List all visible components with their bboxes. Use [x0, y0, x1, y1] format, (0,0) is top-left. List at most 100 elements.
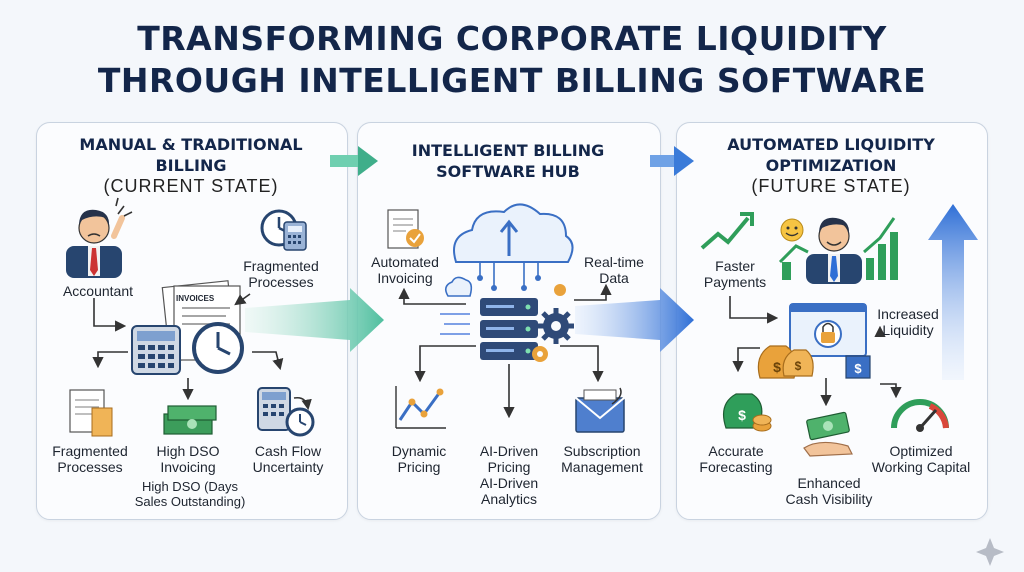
title-line-2: THROUGH INTELLIGENT BILLING SOFTWARE [97, 61, 927, 100]
label-increased-liquidity: Increased Liquidity [866, 306, 950, 338]
label-working-capital-2: Working Capital [871, 459, 971, 475]
panel-1-title-line-2: BILLING [155, 156, 227, 175]
label-working-capital-1: Optimized [889, 443, 953, 459]
label-faster-payments-2: Payments [703, 274, 767, 290]
data-stream-arrows [440, 313, 470, 335]
label-subscription-2: Management [561, 459, 643, 475]
label-dynamic-pricing-2: Pricing [397, 459, 441, 475]
money-bags-icon: $ $ $ [757, 345, 871, 379]
label-ai-driven: AI-Driven Pricing AI-Driven Analytics [462, 443, 556, 507]
label-high-dso-2: Invoicing [160, 459, 216, 475]
panel-3-title-line-1: AUTOMATED LIQUIDITY [727, 135, 935, 154]
executive-icon [806, 217, 862, 284]
gear-icon [532, 284, 574, 362]
label-automated-invoicing: Automated Invoicing [360, 254, 450, 286]
header-arrow-1 [330, 146, 378, 176]
label-fragmented-top-2: Processes [248, 274, 314, 290]
panel-3-subtitle: (FUTURE STATE) [751, 176, 911, 196]
arrow-to-working-capital [880, 383, 902, 399]
panel-1-title: MANUAL & TRADITIONAL BILLING [36, 134, 346, 176]
page-title: TRANSFORMING CORPORATE LIQUIDITY THROUGH… [0, 18, 1024, 102]
growth-bars-icon [778, 217, 898, 280]
label-fragmented-top: Fragmented Processes [226, 258, 336, 290]
label-faster-payments-1: Faster [715, 258, 755, 274]
label-increased-liquidity-1: Increased [877, 306, 939, 322]
label-accurate-forecasting: Accurate Forecasting [686, 443, 786, 475]
invoices-doc-label: INVOICES [176, 294, 215, 303]
label-high-dso-1: High DSO [156, 443, 220, 459]
cash-hand-icon [803, 411, 853, 457]
arrow-to-cashflow [252, 351, 284, 371]
coins-bag-icon: $ [723, 393, 772, 432]
arrow-to-forecasting [732, 347, 760, 373]
server-icon [480, 298, 538, 360]
label-subscription: Subscription Management [552, 443, 652, 475]
flow-arrow-2 [575, 288, 694, 352]
arrow-fragmented-to-docs [234, 293, 251, 306]
panel-2-title-line-1: INTELLIGENT BILLING [411, 141, 605, 160]
label-accountant: Accountant [62, 283, 134, 299]
label-dso-note-1: High DSO (Days [141, 479, 239, 494]
label-dynamic-pricing-1: Dynamic [391, 443, 447, 459]
dashboard-lock-icon [789, 303, 867, 357]
trend-up-icon [700, 212, 754, 250]
label-fragmented-bottom: Fragmented Processes [42, 443, 138, 475]
label-ai-driven-4: Analytics [480, 491, 538, 507]
gauge-icon [891, 399, 949, 432]
panel-1-subtitle: (CURRENT STATE) [103, 176, 279, 196]
title-line-1: TRANSFORMING CORPORATE LIQUIDITY [137, 19, 887, 58]
label-fragmented-bottom-2: Processes [57, 459, 123, 475]
calculator-clock-icon [257, 387, 315, 437]
label-cash-flow: Cash Flow Uncertainty [238, 443, 338, 475]
arrow-faster-to-dashboard [729, 296, 779, 324]
arrow-to-fragmented [92, 351, 128, 369]
label-realtime-data-2: Data [599, 270, 629, 286]
label-fragmented-top-1: Fragmented [243, 258, 319, 274]
svg-text:$: $ [854, 361, 862, 376]
smiley-icon [780, 218, 804, 242]
label-ai-driven-3: AI-Driven [479, 475, 539, 491]
sparkle-icon [976, 538, 1004, 566]
calculator-icon [131, 325, 181, 375]
svg-text:$: $ [795, 359, 802, 373]
arrow-to-subscription [560, 345, 604, 383]
pricing-chart-icon [395, 386, 446, 429]
arrow-to-realtime-data [574, 283, 612, 301]
label-realtime-data-1: Real-time [584, 254, 644, 270]
document-check-icon [387, 209, 424, 249]
svg-text:$: $ [738, 407, 746, 423]
label-ai-driven-1: AI-Driven [479, 443, 539, 459]
liquidity-up-arrow [928, 204, 978, 380]
panel-2-title: INTELLIGENT BILLING SOFTWARE HUB [357, 140, 659, 182]
panel-3-title-line-2: OPTIMIZATION [765, 156, 897, 175]
svg-text:$: $ [773, 359, 781, 375]
arrow-to-dynamic-pricing [414, 345, 476, 383]
label-increased-liquidity-2: Liquidity [882, 322, 934, 338]
cloud-icon [444, 203, 574, 297]
label-high-dso: High DSO Invoicing [140, 443, 236, 475]
clock-calculator-icon [260, 209, 307, 251]
panel-3-title: AUTOMATED LIQUIDITY OPTIMIZATION [676, 134, 986, 176]
money-stack-icon [163, 405, 217, 435]
clock-icon [192, 322, 244, 374]
label-subscription-1: Subscription [563, 443, 641, 459]
arrow-accountant-to-calc [93, 298, 127, 332]
label-automated-invoicing-2: Invoicing [377, 270, 433, 286]
label-cash-flow-1: Cash Flow [254, 443, 322, 459]
label-dso-note-2: Sales Outstanding) [134, 494, 246, 509]
accountant-icon [66, 197, 133, 278]
label-enhanced-visibility: Enhanced Cash Visibility [774, 475, 884, 507]
header-arrow-2 [650, 146, 694, 176]
label-accurate-forecasting-1: Accurate [708, 443, 764, 459]
panel-2-title-line-2: SOFTWARE HUB [436, 162, 580, 181]
envelope-icon [575, 387, 625, 433]
label-fragmented-bottom-1: Fragmented [52, 443, 128, 459]
label-accurate-forecasting-2: Forecasting [699, 459, 773, 475]
label-realtime-data: Real-time Data [574, 254, 654, 286]
flow-arrow-1 [245, 288, 384, 352]
label-faster-payments: Faster Payments [690, 258, 780, 290]
label-enhanced-visibility-1: Enhanced [797, 475, 861, 491]
panel-1-title-line-1: MANUAL & TRADITIONAL [79, 135, 303, 154]
label-automated-invoicing-1: Automated [371, 254, 439, 270]
